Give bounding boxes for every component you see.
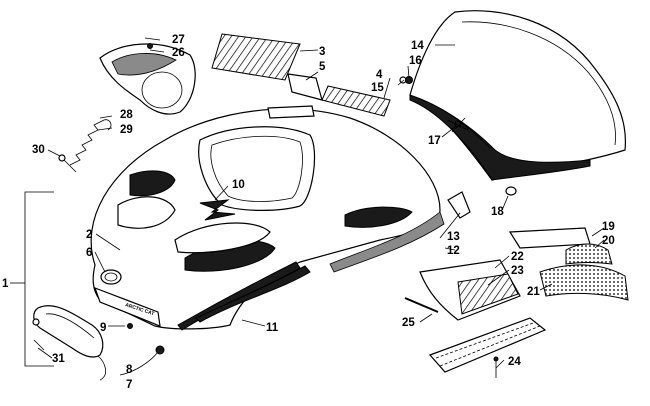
side-bracket <box>32 305 165 358</box>
callout-25: 25 <box>402 317 415 329</box>
air-intake-duct <box>99 43 196 115</box>
callout-24: 24 <box>508 356 521 368</box>
callout-7: 7 <box>126 379 132 391</box>
assembly-bracket <box>10 191 54 367</box>
rivet <box>493 356 499 378</box>
callout-2: 2 <box>86 229 92 241</box>
callout-11: 11 <box>266 322 279 334</box>
callout-23: 23 <box>511 265 524 277</box>
callout-5: 5 <box>319 61 326 73</box>
top-decal <box>211 33 301 81</box>
callout-6: 6 <box>86 247 92 259</box>
side-decal-panel <box>447 191 471 219</box>
floor-pad <box>419 259 521 321</box>
strip-decal <box>321 85 391 117</box>
callout-21: 21 <box>527 286 540 298</box>
callout-4: 4 <box>376 69 383 81</box>
tunnel-plate <box>428 317 547 373</box>
callout-27: 27 <box>172 34 185 46</box>
grip-pad-lower <box>539 264 629 301</box>
callout-26: 26 <box>172 47 185 59</box>
hood-spring-assembly <box>58 119 112 173</box>
callout-13: 13 <box>447 231 460 243</box>
callout-18: 18 <box>491 206 504 218</box>
callout-28: 28 <box>120 109 133 121</box>
grip-pad-upper <box>565 243 613 265</box>
callout-17: 17 <box>428 135 441 147</box>
callout-9: 9 <box>100 322 106 334</box>
edge-strip <box>404 297 439 313</box>
callout-labels: 1 2 3 4 5 6 7 8 9 10 11 12 13 14 15 16 1… <box>2 34 615 391</box>
callout-19: 19 <box>602 221 615 233</box>
callout-15: 15 <box>371 82 384 94</box>
callout-29: 29 <box>120 124 133 136</box>
callout-20: 20 <box>602 235 615 247</box>
small-decal <box>287 73 323 101</box>
windshield <box>409 10 627 181</box>
callout-16: 16 <box>409 55 422 67</box>
hood: ARCTIC CAT <box>90 105 445 331</box>
callout-10: 10 <box>232 179 245 191</box>
callout-31: 31 <box>52 353 65 365</box>
callout-12: 12 <box>447 245 460 257</box>
callout-14: 14 <box>411 40 424 52</box>
callout-1: 1 <box>2 278 9 290</box>
callout-30: 30 <box>32 144 45 156</box>
callout-3: 3 <box>319 46 325 58</box>
leader-lines <box>37 37 605 381</box>
callout-22: 22 <box>511 251 524 263</box>
callout-8: 8 <box>126 364 133 376</box>
